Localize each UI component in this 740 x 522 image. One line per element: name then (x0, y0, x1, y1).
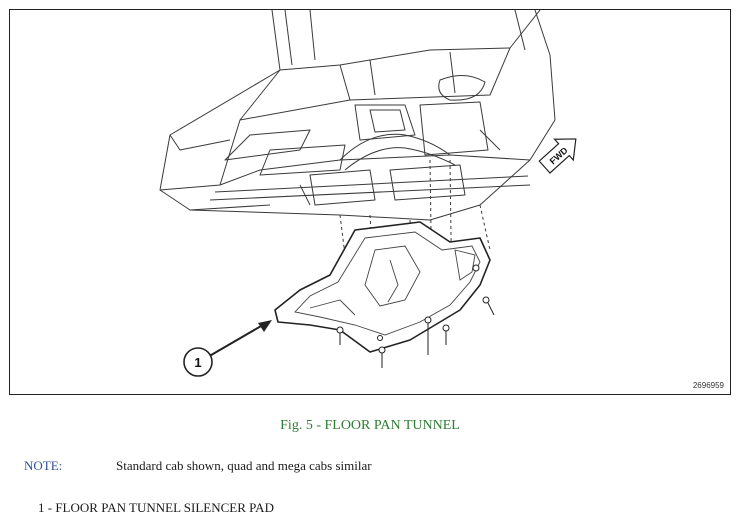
figure-frame: 1 FWD 2696959 (9, 9, 731, 395)
fastener-pins (336, 264, 495, 368)
callout-number: 1 (194, 355, 201, 370)
legend-item: 1 - FLOOR PAN TUNNEL SILENCER PAD (38, 500, 274, 515)
callout-bubble: 1 (183, 347, 213, 377)
note-label: NOTE: (24, 458, 63, 473)
silencer-pad-part (274, 221, 491, 353)
figure-id: 2696959 (692, 381, 724, 390)
callout-arrow (205, 320, 272, 359)
floor-pan-illustration: 1 FWD (159, 10, 577, 377)
fwd-arrow: FWD (538, 138, 577, 174)
note-text: Standard cab shown, quad and mega cabs s… (116, 458, 372, 473)
silencer-pad-contours (294, 231, 481, 336)
figure-caption: Fig. 5 - FLOOR PAN TUNNEL (280, 418, 460, 433)
